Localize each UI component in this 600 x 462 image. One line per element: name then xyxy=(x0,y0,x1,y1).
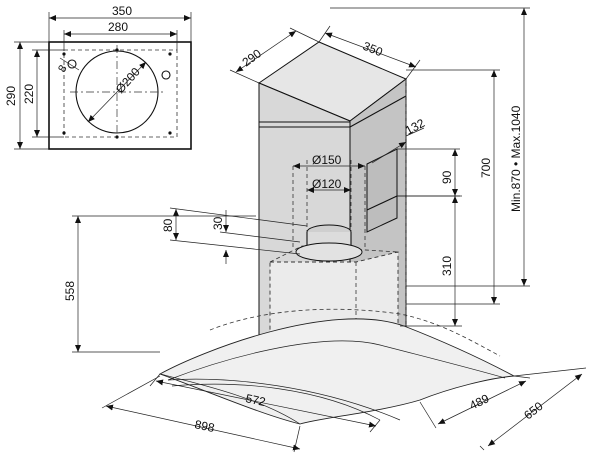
collar-80-label: 80 xyxy=(161,218,175,232)
chimney-vent-panel xyxy=(366,148,398,233)
width-898-label: 898 xyxy=(193,417,216,435)
top-view-height-inner-label: 220 xyxy=(22,84,36,104)
depth-489-label: 489 xyxy=(467,391,491,413)
offset-132-label: 132 xyxy=(403,116,428,138)
top-view-width-outer-label: 350 xyxy=(112,4,132,18)
collar-30-label: 30 xyxy=(211,216,225,230)
hood-isometric-view xyxy=(158,41,516,425)
height-90-label: 90 xyxy=(440,170,454,184)
height-700-label: 700 xyxy=(479,158,493,178)
chimney-width-label: 350 xyxy=(361,39,385,60)
duct-collar-base xyxy=(295,242,363,262)
depth-650-label: 650 xyxy=(521,399,546,423)
height-558-label: 558 xyxy=(63,281,77,301)
chimney-depth-label: 290 xyxy=(240,46,265,69)
height-310-label: 310 xyxy=(440,256,454,276)
screw-hole-label: 8 xyxy=(56,63,69,74)
hood-dimension-lines: 290 350 132 Ø150 Ø120 80 30 90 xyxy=(63,7,587,453)
top-view-width-inner-label: 280 xyxy=(108,20,128,34)
mounting-plate-outline xyxy=(48,41,192,150)
top-view-mounting-plate: Ø200 8 350 280 290 220 xyxy=(4,4,192,150)
top-view-height-outer-label: 290 xyxy=(4,86,18,106)
height-range-label: Min.870 • Max.1040 xyxy=(509,105,523,212)
glass-canopy xyxy=(158,318,516,425)
duct-inner-diameter-label: Ø120 xyxy=(312,177,342,191)
screw-hole xyxy=(67,59,77,69)
screw-hole xyxy=(161,70,171,80)
duct-outer-diameter-label: Ø150 xyxy=(312,153,342,167)
mounting-plate-inner-outline xyxy=(63,49,178,138)
